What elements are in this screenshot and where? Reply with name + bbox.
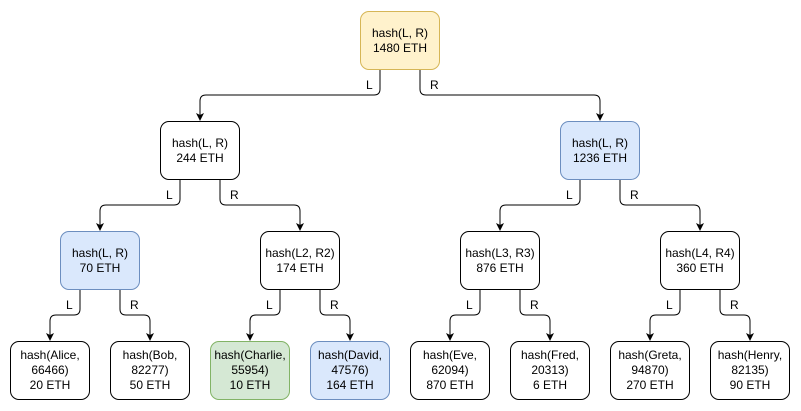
tree-node-bob: hash(Bob,82277)50 ETH bbox=[110, 341, 190, 400]
node-text-line: hash(L, R) bbox=[571, 135, 629, 150]
node-text-line: hash(Bob, bbox=[122, 348, 178, 362]
edge-label-l: L bbox=[466, 298, 473, 312]
tree-node-fred: hash(Fred,20313)6 ETH bbox=[510, 341, 590, 400]
tree-node-alice: hash(Alice,66466)20 ETH bbox=[10, 341, 90, 400]
tree-node-n6: hash(L4, R4)360 ETH bbox=[660, 231, 740, 290]
tree-node-n5: hash(L3, R3)876 ETH bbox=[460, 231, 540, 290]
node-text-line: 360 ETH bbox=[676, 260, 724, 275]
tree-node-root: hash(L, R)1480 ETH bbox=[360, 11, 440, 70]
edge-n5-to-fred bbox=[519, 290, 554, 341]
node-text-line: hash(Henry, bbox=[717, 348, 783, 362]
edge-n1-to-n3 bbox=[96, 180, 181, 231]
node-text-line: 82135) bbox=[731, 363, 769, 377]
node-text-line: 66466) bbox=[31, 363, 69, 377]
edge-label-r: R bbox=[730, 298, 739, 312]
tree-node-n1: hash(L, R)244 ETH bbox=[160, 121, 240, 180]
edge-root-to-n2 bbox=[419, 70, 604, 121]
tree-node-david: hash(David,47576)164 ETH bbox=[310, 341, 390, 400]
edge-n2-to-n6 bbox=[619, 180, 704, 231]
node-text-line: 6 ETH bbox=[532, 378, 567, 392]
node-text-line: hash(L, R) bbox=[371, 25, 429, 40]
node-text-line: hash(L2, R2) bbox=[265, 245, 335, 260]
edge-label-l: L bbox=[666, 298, 673, 312]
edge-label-l: L bbox=[366, 78, 373, 92]
edge-n3-to-bob bbox=[119, 290, 154, 341]
tree-node-eve: hash(Eve,62094)870 ETH bbox=[410, 341, 490, 400]
edge-n6-to-henry bbox=[719, 290, 754, 341]
node-text-line: 876 ETH bbox=[476, 260, 524, 275]
edge-label-r: R bbox=[430, 78, 439, 92]
node-text-line: 20313) bbox=[531, 363, 569, 377]
node-text-line: 70 ETH bbox=[79, 260, 121, 275]
node-text-line: 50 ETH bbox=[129, 378, 171, 392]
edge-label-r: R bbox=[530, 298, 539, 312]
node-text-line: hash(Fred, bbox=[520, 348, 580, 362]
edge-n5-to-eve bbox=[446, 290, 481, 341]
node-text-line: 870 ETH bbox=[426, 378, 474, 392]
node-text-line: 270 ETH bbox=[626, 378, 674, 392]
edge-n3-to-alice bbox=[46, 290, 81, 341]
node-text-line: 1236 ETH bbox=[572, 150, 628, 165]
node-text-line: hash(Eve, bbox=[422, 348, 478, 362]
tree-node-n4: hash(L2, R2)174 ETH bbox=[260, 231, 340, 290]
edge-label-r: R bbox=[230, 188, 239, 202]
node-text-line: 244 ETH bbox=[176, 150, 224, 165]
node-text-line: hash(Alice, bbox=[20, 348, 80, 362]
edge-label-r: R bbox=[330, 298, 339, 312]
node-text-line: 62094) bbox=[431, 363, 469, 377]
node-text-line: hash(L3, R3) bbox=[465, 245, 535, 260]
node-text-line: hash(Charlie, bbox=[214, 348, 286, 362]
tree-node-n3: hash(L, R)70 ETH bbox=[60, 231, 140, 290]
tree-node-greta: hash(Greta,94870)270 ETH bbox=[610, 341, 690, 400]
edge-label-l: L bbox=[566, 188, 573, 202]
node-text-line: 1480 ETH bbox=[372, 40, 428, 55]
edge-label-l: L bbox=[66, 298, 73, 312]
edge-label-l: L bbox=[266, 298, 273, 312]
node-text-line: hash(L4, R4) bbox=[665, 245, 735, 260]
edge-n4-to-david bbox=[319, 290, 354, 341]
node-text-line: 90 ETH bbox=[729, 378, 771, 392]
edge-label-l: L bbox=[166, 188, 173, 202]
edge-n6-to-greta bbox=[646, 290, 681, 341]
edge-n2-to-n5 bbox=[496, 180, 581, 231]
node-text-line: 164 ETH bbox=[326, 378, 374, 392]
node-text-line: 20 ETH bbox=[29, 378, 71, 392]
node-text-line: hash(L, R) bbox=[71, 245, 129, 260]
node-text-line: 94870) bbox=[631, 363, 669, 377]
node-text-line: hash(Greta, bbox=[618, 348, 682, 362]
edge-n4-to-charlie bbox=[246, 290, 281, 341]
tree-node-n2: hash(L, R)1236 ETH bbox=[560, 121, 640, 180]
node-text-line: hash(David, bbox=[317, 348, 383, 362]
edge-root-to-n1 bbox=[196, 70, 381, 121]
node-text-line: 174 ETH bbox=[276, 260, 324, 275]
edge-label-r: R bbox=[130, 298, 139, 312]
node-text-line: 10 ETH bbox=[229, 378, 271, 392]
node-text-line: 47576) bbox=[331, 363, 369, 377]
edge-n1-to-n4 bbox=[219, 180, 304, 231]
edge-label-r: R bbox=[630, 188, 639, 202]
tree-node-henry: hash(Henry,82135)90 ETH bbox=[710, 341, 790, 400]
node-text-line: 55954) bbox=[231, 363, 269, 377]
node-text-line: 82277) bbox=[131, 363, 169, 377]
tree-node-charlie: hash(Charlie,55954)10 ETH bbox=[210, 341, 290, 400]
node-text-line: hash(L, R) bbox=[171, 135, 229, 150]
